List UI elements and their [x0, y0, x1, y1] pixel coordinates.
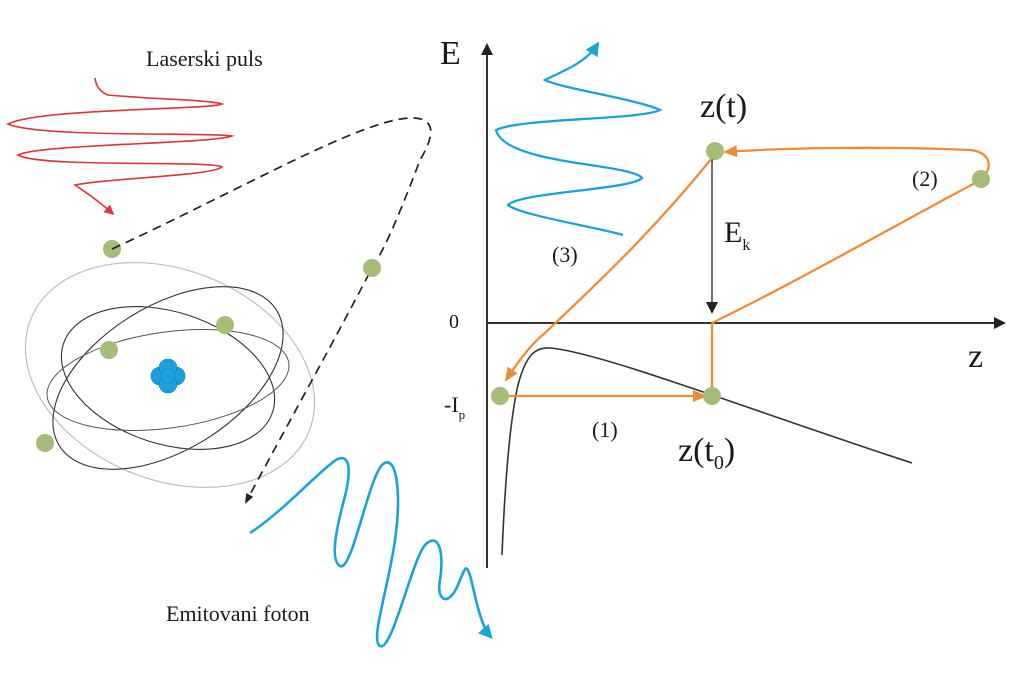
z-t0-label: z(t0) [678, 432, 735, 474]
electron-trajectory-dashed [111, 117, 432, 504]
laser-pulse-label: Laserski puls [146, 46, 263, 71]
electron-icon [36, 434, 54, 452]
atom [24, 240, 316, 489]
ionization-label: -Ip [444, 392, 465, 422]
potential-curve [501, 347, 913, 556]
electron-icon [972, 170, 990, 188]
electron-icon [703, 387, 721, 405]
emitted-photon-wave [249, 456, 493, 648]
electron-icon [706, 142, 724, 160]
axis-e-label: E [440, 35, 461, 72]
laser-pulse-wave [6, 77, 236, 215]
z-t-label: z(t) [700, 88, 747, 125]
orbit-2 [60, 306, 276, 450]
step-2-label: (2) [912, 166, 938, 191]
returning-wave-packet [494, 41, 663, 237]
orbit-1 [52, 286, 284, 470]
zero-label: 0 [449, 311, 459, 333]
orbit-outer [24, 261, 316, 489]
electron-icon [491, 387, 509, 405]
electron-path [500, 145, 990, 402]
electron-icon [216, 316, 234, 334]
electron-icon [100, 341, 118, 359]
kinetic-energy-label: Ek [724, 216, 750, 254]
nucleus-icon [150, 358, 186, 394]
acceleration-out-step [711, 145, 990, 325]
step-1-label: (1) [592, 417, 618, 442]
axis-z-label: z [968, 338, 983, 375]
electron-icon [363, 259, 381, 277]
recombination-step [504, 157, 713, 382]
step-3-label: (3) [552, 242, 578, 267]
orbit-3 [46, 329, 290, 431]
emitted-photon-label: Emitovani foton [166, 601, 310, 626]
